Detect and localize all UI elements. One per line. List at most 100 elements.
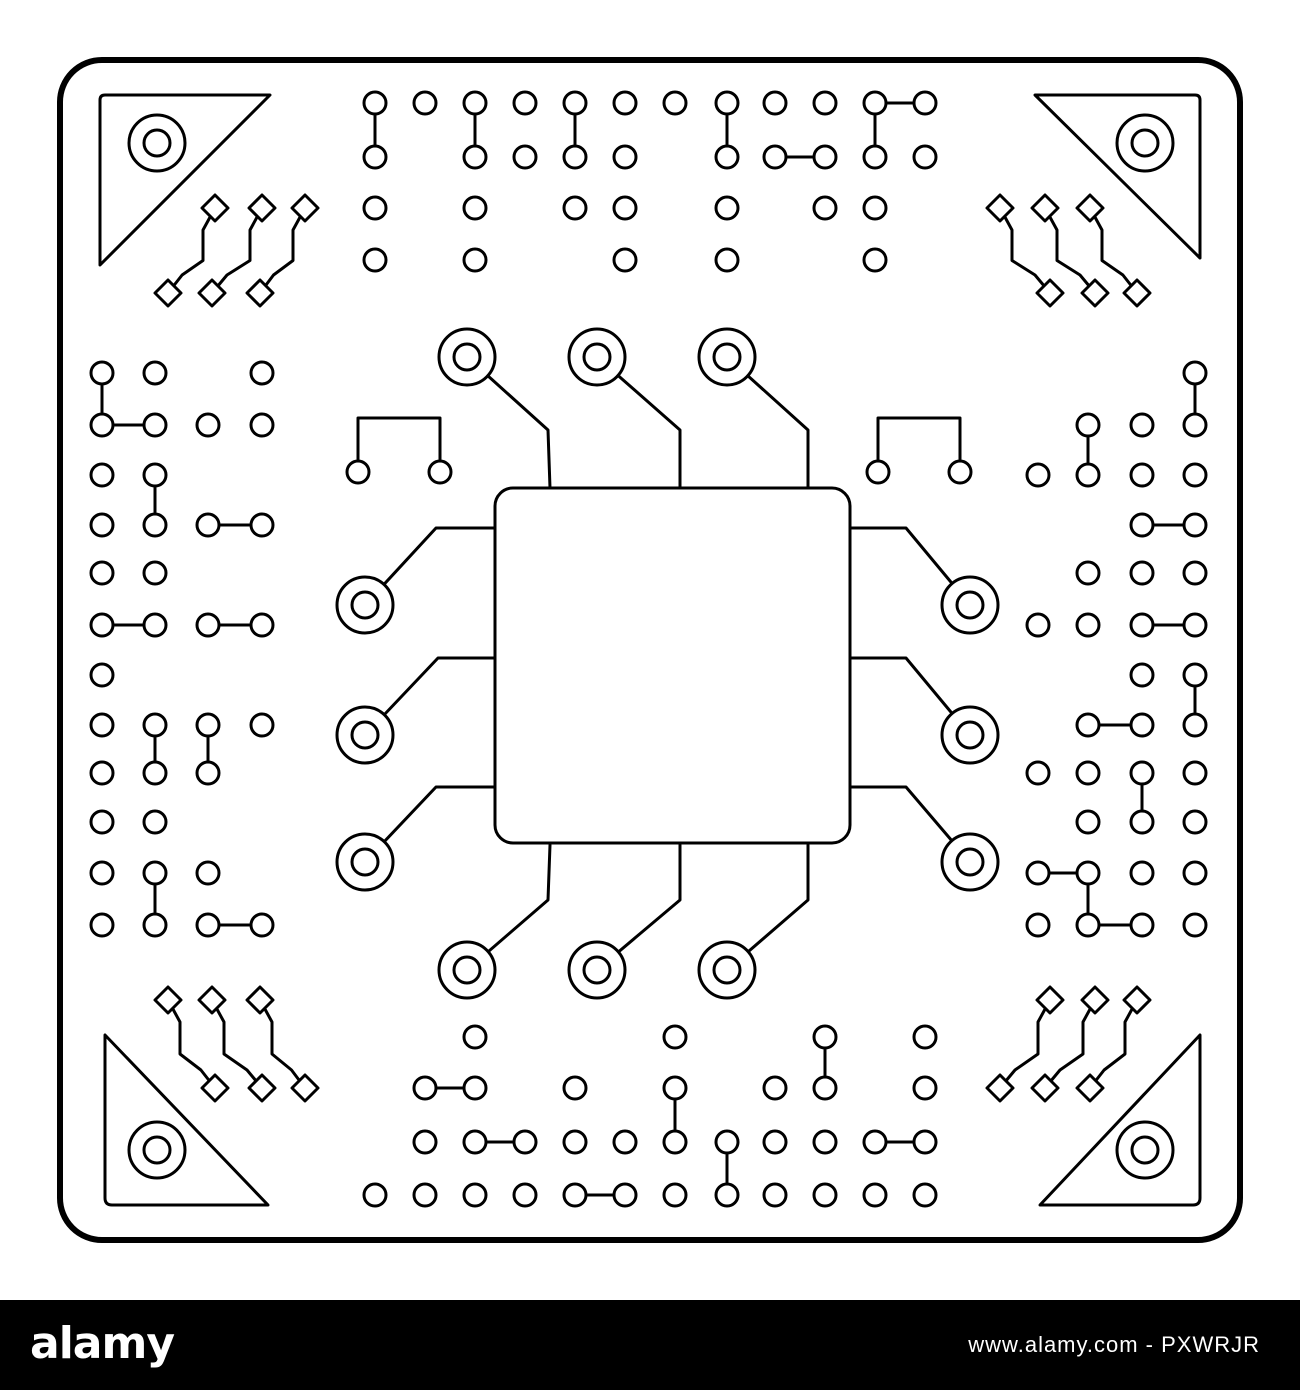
trace (465, 843, 552, 972)
via-pad (142, 809, 168, 835)
trace (998, 206, 1052, 295)
via-pad (862, 1129, 888, 1155)
via-pad (142, 912, 168, 938)
smd-pad (290, 193, 320, 223)
large-pad-center (350, 720, 380, 750)
image-id: www.alamy.com - PXWRJR (968, 1332, 1260, 1357)
smd-pad (290, 1073, 320, 1103)
smd-pad (245, 985, 275, 1015)
via-pad (1075, 809, 1101, 835)
smd-pad (153, 278, 183, 308)
trace (258, 998, 307, 1090)
via-pad (1075, 612, 1101, 638)
large-pad-center (1130, 1135, 1160, 1165)
via-pad (89, 612, 115, 638)
via-pad (142, 760, 168, 786)
via-pad (142, 360, 168, 386)
via-pad (89, 512, 115, 538)
via-pad (1075, 760, 1101, 786)
via-pad (362, 90, 388, 116)
via-pad (412, 90, 438, 116)
trace (210, 998, 264, 1090)
via-pad (562, 1182, 588, 1208)
via-pad (1025, 860, 1051, 886)
via-pad (512, 90, 538, 116)
via-pad (462, 195, 488, 221)
trace (595, 355, 682, 490)
via-pad (612, 144, 638, 170)
large-pad-center (955, 720, 985, 750)
trace (848, 526, 972, 607)
via-pad (89, 860, 115, 886)
via-pad (195, 712, 221, 738)
via-pad (1129, 612, 1155, 638)
trace (725, 355, 810, 490)
large-pad-center (350, 847, 380, 877)
via-pad (912, 90, 938, 116)
via-pad (249, 512, 275, 538)
large-pad-center (955, 590, 985, 620)
corner-triangle (1038, 1033, 1202, 1207)
via-pad (1129, 712, 1155, 738)
trace (1043, 206, 1097, 295)
via-pad (195, 612, 221, 638)
large-pad-center (142, 1135, 172, 1165)
trace (258, 206, 307, 295)
trace (1088, 206, 1139, 295)
via-pad (1025, 912, 1051, 938)
via-pad (249, 712, 275, 738)
large-pad-center (452, 342, 482, 372)
via-pad (462, 247, 488, 273)
via-pad (714, 195, 740, 221)
via-pad (762, 1182, 788, 1208)
via-pad (612, 195, 638, 221)
trace (465, 355, 552, 490)
smd-pad (1075, 193, 1105, 223)
trace (166, 998, 217, 1090)
via-pad (1129, 912, 1155, 938)
via-pad (1129, 462, 1155, 488)
via-pad (1075, 912, 1101, 938)
smd-pad (153, 985, 183, 1015)
via-pad (249, 412, 275, 438)
watermark-footer: alamy www.alamy.com - PXWRJR (0, 1300, 1300, 1390)
large-pad-center (955, 847, 985, 877)
via-pad (662, 90, 688, 116)
large-pad-center (350, 590, 380, 620)
via-pad (1182, 712, 1208, 738)
via-pad (662, 1024, 688, 1050)
via-pad (462, 1182, 488, 1208)
via-pad (1129, 512, 1155, 538)
via-pad (714, 90, 740, 116)
trace (876, 416, 962, 474)
smd-pad (200, 193, 230, 223)
via-pad (1182, 760, 1208, 786)
via-pad (89, 760, 115, 786)
trace (363, 656, 497, 737)
via-pad (1182, 860, 1208, 886)
via-pad (142, 560, 168, 586)
via-pad (762, 90, 788, 116)
large-pad-center (712, 955, 742, 985)
trace (848, 656, 972, 737)
via-pad (412, 1075, 438, 1101)
via-pad (714, 1129, 740, 1155)
smd-pad (1122, 985, 1152, 1015)
via-pad (762, 1129, 788, 1155)
via-pad (562, 195, 588, 221)
smd-pad (1030, 1073, 1060, 1103)
via-pad (912, 1129, 938, 1155)
via-pad (1182, 512, 1208, 538)
large-pad-center (582, 955, 612, 985)
via-pad (89, 712, 115, 738)
via-pad (812, 1024, 838, 1050)
via-pad (762, 1075, 788, 1101)
via-pad (249, 612, 275, 638)
via-pad (865, 459, 891, 485)
circuit-board-illustration (57, 57, 1243, 1243)
via-pad (1182, 612, 1208, 638)
brand-logo: alamy (30, 1318, 175, 1369)
smd-pad (245, 278, 275, 308)
via-pad (662, 1129, 688, 1155)
via-pad (362, 195, 388, 221)
